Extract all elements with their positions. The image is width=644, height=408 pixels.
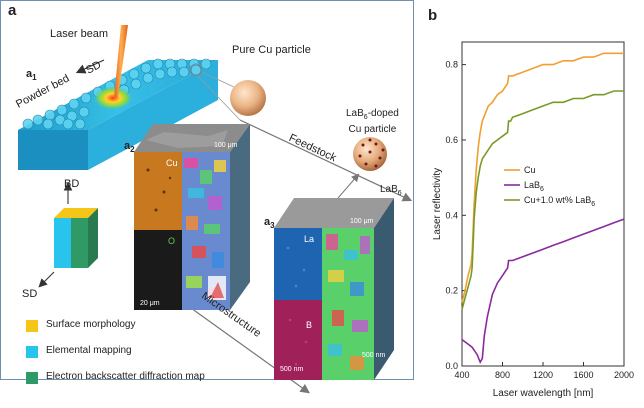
legend-label-1: LaB6 xyxy=(524,180,544,193)
sd2-label: SD xyxy=(22,288,38,300)
sd-arrow xyxy=(75,59,105,74)
laser-beam xyxy=(114,25,128,98)
color-cube xyxy=(54,208,98,268)
map-cu-label: Cu xyxy=(166,158,178,168)
legend-label-2: Cu+1.0 wt% LaB6 xyxy=(524,195,595,208)
series-line-1 xyxy=(461,218,625,365)
y-tick-label: 0.6 xyxy=(445,135,458,145)
sub-a2-label: a2 xyxy=(124,140,135,155)
series-line-0 xyxy=(461,52,624,303)
legend-swatch-elemental xyxy=(26,346,38,358)
scale-bar-100b: 100 μm xyxy=(350,218,374,225)
pure-cu-label: Pure Cu particle xyxy=(232,44,311,56)
y-tick-label: 0.8 xyxy=(445,60,458,70)
sd-arrow-2 xyxy=(38,271,55,288)
panel-a-frame xyxy=(0,0,414,380)
bd-label: BD xyxy=(64,178,80,190)
x-axis-label: Laser wavelength [nm] xyxy=(493,388,594,399)
pure-cu-sphere xyxy=(230,80,266,116)
sub-a1-label: a1 xyxy=(26,68,37,83)
panel-a-letter: a xyxy=(8,2,17,19)
x-tick-label: 1200 xyxy=(533,370,553,380)
lab6-doped-sphere xyxy=(353,137,387,171)
cube-a3 xyxy=(274,198,394,380)
legend-label-surface: Surface morphology xyxy=(46,319,136,330)
legend-swatch-surface xyxy=(26,320,38,332)
panel-a-schematic xyxy=(18,25,413,394)
powder-bed xyxy=(18,58,218,170)
feedstock-arrow xyxy=(239,119,413,202)
cube-a2 xyxy=(134,124,250,310)
y-tick-label: 0.4 xyxy=(445,210,458,220)
legend-label-elemental: Elemental mapping xyxy=(46,345,132,356)
scale-bar-100: 100 μm xyxy=(214,142,238,149)
scale-bar-500: 500 nm xyxy=(280,366,304,373)
lab6-dots xyxy=(358,138,385,168)
x-tick-label: 400 xyxy=(454,370,469,380)
x-tick-label: 800 xyxy=(495,370,510,380)
y-tick-label: 0.2 xyxy=(445,286,458,296)
scale-bar-500b: 500 nm xyxy=(362,352,386,359)
y-tick-label: 0.0 xyxy=(445,361,458,371)
map-o-label: O xyxy=(168,236,176,246)
legend-swatch-ebsd xyxy=(26,372,38,384)
legend-label-ebsd: Electron backscatter diffraction map xyxy=(46,371,205,382)
map-b-label: B xyxy=(306,320,313,330)
map-la-label: La xyxy=(304,234,315,244)
x-tick-label: 2000 xyxy=(614,370,634,380)
laser-beam-label: Laser beam xyxy=(50,28,109,40)
panel-b-letter: b xyxy=(428,8,437,24)
series-line-2 xyxy=(461,90,624,310)
particle-highlight xyxy=(189,63,203,77)
scale-bar-20: 20 μm xyxy=(140,300,160,307)
legend-label-0: Cu xyxy=(524,165,536,175)
sub-a3-label: a3 xyxy=(264,216,275,231)
lab6-arrow-label: LaB6 xyxy=(380,184,402,197)
y-axis-label: Laser reflectivity xyxy=(432,168,443,240)
reflectivity-chart: b 400 800 1200 1600 2000 0.0 0.2 0.4 0.6 0.8Laser … xyxy=(428,8,634,399)
x-tick-label: 1600 xyxy=(573,370,593,380)
